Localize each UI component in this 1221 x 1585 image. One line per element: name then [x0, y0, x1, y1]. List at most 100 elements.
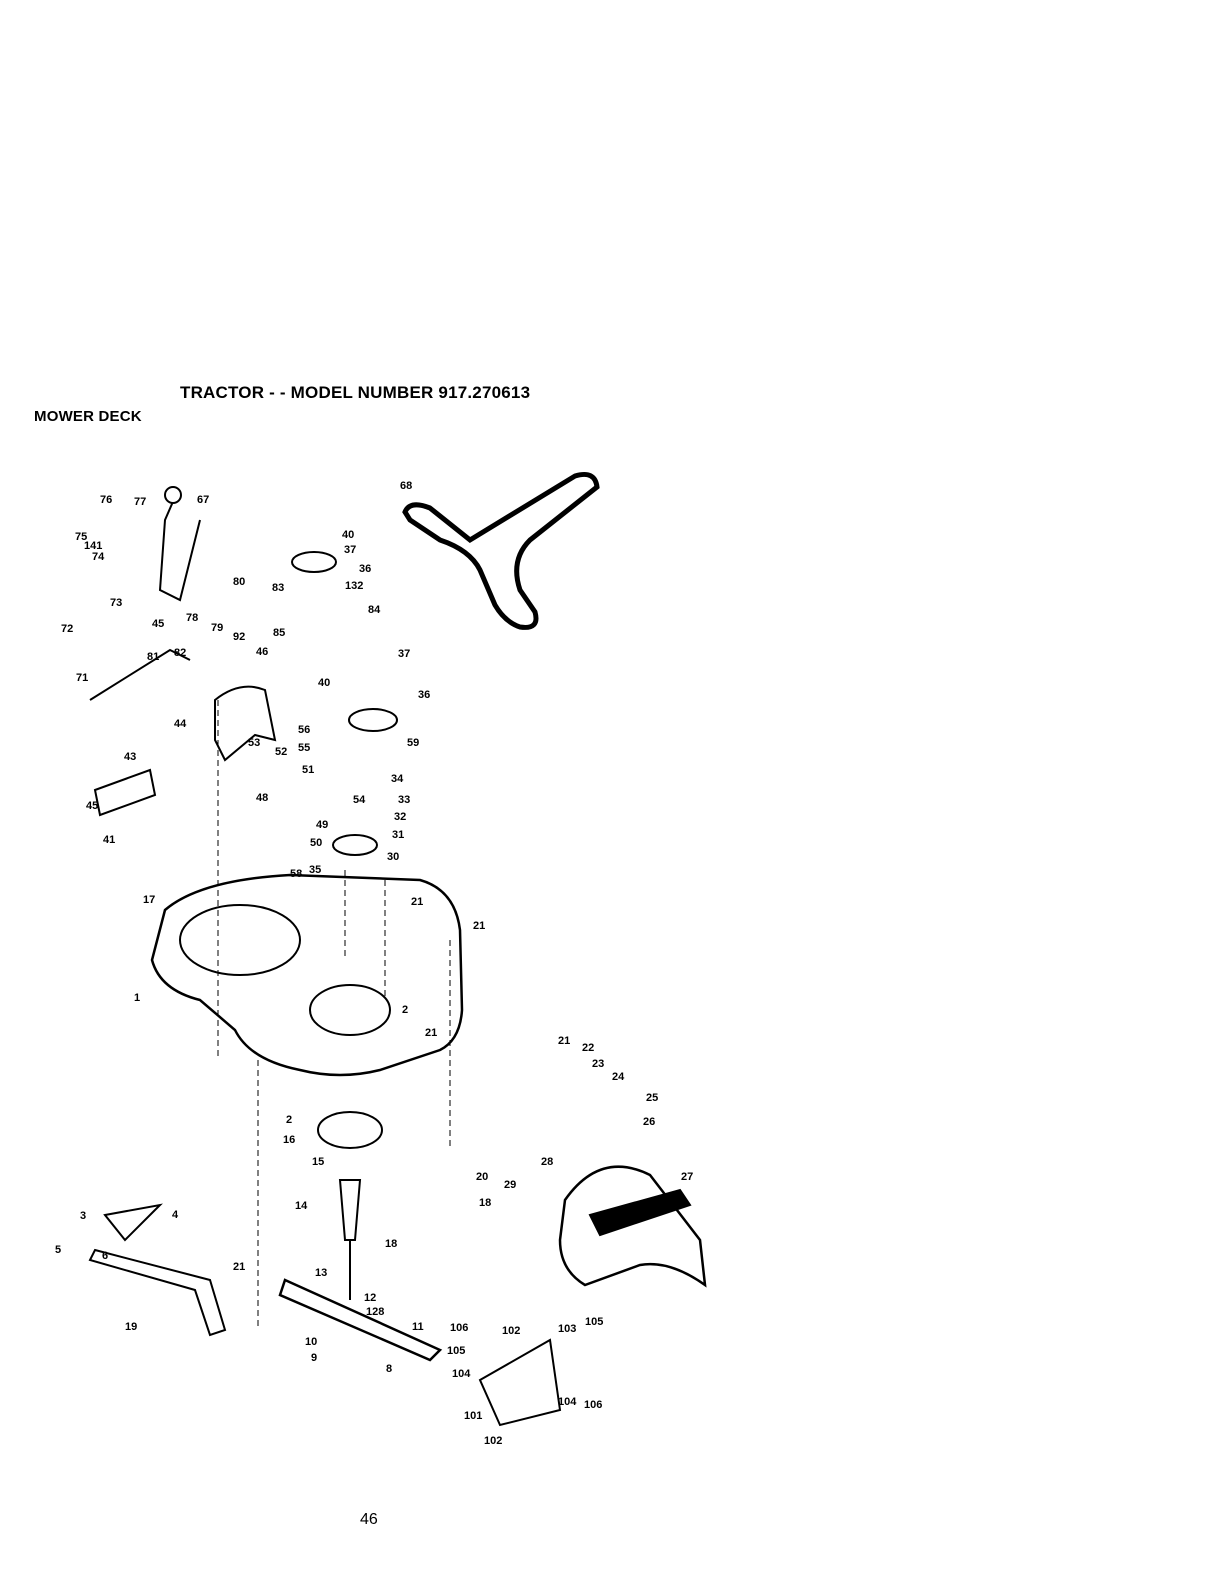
- part-callout: 2: [402, 1004, 408, 1016]
- part-callout: 75: [75, 531, 87, 543]
- part-callout: 21: [411, 896, 423, 908]
- part-callout: 53: [248, 737, 260, 749]
- part-callout: 44: [174, 718, 187, 730]
- part-callout: 78: [186, 612, 198, 624]
- part-callout: 52: [275, 746, 287, 758]
- lift-rod: [93, 768, 157, 817]
- part-callout: 1: [134, 992, 140, 1004]
- deck-blade-well-left: [179, 904, 301, 976]
- part-callout: 37: [344, 544, 356, 556]
- part-callout: 79: [211, 622, 223, 634]
- part-callout: 27: [681, 1171, 693, 1183]
- part-callout: 8: [386, 1363, 392, 1375]
- part-callout: 3: [80, 1210, 86, 1222]
- part-callout: 6: [102, 1250, 108, 1262]
- part-callout: 106: [584, 1399, 602, 1411]
- part-callout: 73: [110, 597, 122, 609]
- part-callout: 21: [558, 1035, 570, 1047]
- part-callout: 40: [342, 529, 354, 541]
- part-callout: 13: [315, 1267, 327, 1279]
- part-callout: 43: [124, 751, 136, 763]
- part-callout: 45: [86, 800, 98, 812]
- idler-pulley: [348, 708, 398, 732]
- part-callout: 128: [366, 1306, 384, 1318]
- part-callout: 101: [464, 1410, 482, 1422]
- part-callout: 83: [272, 582, 284, 594]
- part-callout: 28: [541, 1156, 553, 1168]
- part-callout: 67: [197, 494, 209, 506]
- part-callout: 21: [233, 1261, 245, 1273]
- part-callout: 45: [152, 618, 164, 630]
- part-callout: 21: [425, 1027, 437, 1039]
- part-callout: 56: [298, 724, 310, 736]
- section-title: MOWER DECK: [34, 408, 142, 425]
- part-callout: 76: [100, 494, 112, 506]
- part-callout: 14: [295, 1200, 308, 1212]
- part-callout: 20: [476, 1171, 488, 1183]
- part-callout: 71: [76, 672, 88, 684]
- part-callout: 102: [502, 1325, 520, 1337]
- hanger-arm: [103, 1203, 163, 1242]
- page-number: 46: [360, 1511, 378, 1528]
- part-callout: 132: [345, 580, 363, 592]
- bearing-housing: [317, 1111, 383, 1149]
- part-callout: 29: [504, 1179, 516, 1191]
- part-callout: 17: [143, 894, 155, 906]
- part-callout: 37: [398, 648, 410, 660]
- part-callout: 33: [398, 794, 410, 806]
- part-callout: 103: [558, 1323, 576, 1335]
- part-callout: 81: [147, 651, 159, 663]
- part-callout: 35: [309, 864, 321, 876]
- part-callout: 40: [318, 677, 330, 689]
- part-callout: 58: [290, 868, 302, 880]
- upper-pulley: [291, 551, 337, 573]
- spindle-pulley: [332, 834, 378, 856]
- part-callout: 68: [400, 480, 412, 492]
- part-callout: 48: [256, 792, 268, 804]
- part-callout: 9: [311, 1352, 317, 1364]
- belt-guard: [214, 685, 277, 762]
- part-callout: 23: [592, 1058, 604, 1070]
- discharge-chute: [558, 1165, 707, 1288]
- mower-blade: [278, 1278, 443, 1362]
- part-callout: 46: [256, 646, 268, 658]
- part-callout: 32: [394, 811, 406, 823]
- part-callout: 54: [353, 794, 366, 806]
- part-callout: 21: [473, 920, 485, 932]
- part-callout: 59: [407, 737, 419, 749]
- part-callout: 25: [646, 1092, 658, 1104]
- part-callout: 51: [302, 764, 314, 776]
- part-callout: 55: [298, 742, 310, 754]
- part-callout: 84: [368, 604, 381, 616]
- part-callout: 36: [418, 689, 430, 701]
- part-callout: 104: [452, 1368, 471, 1380]
- part-callout: 4: [172, 1209, 179, 1221]
- part-callout: 74: [92, 551, 105, 563]
- chute-stripe: [588, 1188, 692, 1237]
- part-callout: 49: [316, 819, 328, 831]
- part-callout: 141: [84, 540, 102, 552]
- part-callout: 18: [479, 1197, 491, 1209]
- part-callout: 102: [484, 1435, 502, 1447]
- part-callout: 22: [582, 1042, 594, 1054]
- part-callout: 11: [412, 1321, 424, 1333]
- front-hanger-bracket: [88, 1248, 227, 1337]
- part-callout: 50: [310, 837, 322, 849]
- part-callout: 18: [385, 1238, 397, 1250]
- part-callout: 15: [312, 1156, 324, 1168]
- spindle-shaft: [338, 1179, 362, 1241]
- lift-handle-knob: [164, 486, 182, 504]
- part-callout: 41: [103, 834, 115, 846]
- part-callout: 105: [447, 1345, 465, 1357]
- part-callout: 80: [233, 576, 245, 588]
- part-callout: 16: [283, 1134, 295, 1146]
- part-callout: 72: [61, 623, 73, 635]
- part-callout: 12: [364, 1292, 376, 1304]
- part-callout: 24: [612, 1071, 625, 1083]
- part-callout: 30: [387, 851, 399, 863]
- part-callout: 34: [391, 773, 404, 785]
- drive-belt: [402, 471, 600, 630]
- lift-link: [89, 648, 191, 701]
